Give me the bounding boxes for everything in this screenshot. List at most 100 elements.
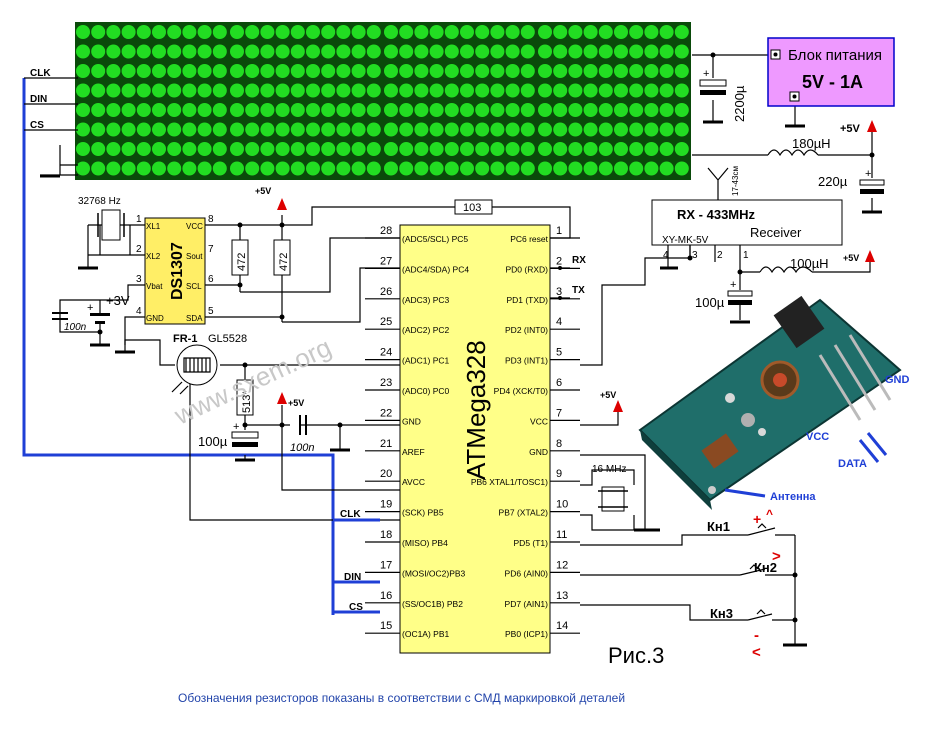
led-dot [460,122,474,137]
led-dot [197,142,212,156]
led-dot [167,122,182,137]
led-dot [182,83,197,98]
led-dot [290,64,305,78]
led-dot [260,161,275,176]
led-dot [598,83,613,98]
led-dot [106,83,121,98]
led-dot [351,83,366,98]
led-dot [275,142,290,156]
mcu-pin-number: 8 [556,438,562,450]
led-dot [674,25,689,39]
receiver-module-box [651,199,843,246]
rx-label: RX [572,255,586,266]
led-dot [644,64,659,78]
led-dot [197,25,212,39]
led-dot [260,122,275,137]
led-dot [490,64,505,78]
led-dot [197,64,212,78]
led-dot [520,142,535,156]
led-dot [460,64,474,78]
led-dot [121,103,136,117]
mcu-pin-name: GND [529,447,548,457]
led-dot [321,25,336,39]
led-dot [384,83,398,98]
button-kn1[interactable] [730,523,795,536]
battery-icon [90,313,110,316]
led-dot [568,64,583,78]
led-dot [505,161,520,176]
button-kn2[interactable] [730,564,775,576]
led-dot [212,142,227,156]
led-dot [121,161,136,176]
led-dot [583,44,598,59]
led-dot [475,122,490,137]
led-dot [614,44,628,59]
led-dot [429,25,444,39]
svg-text:+: + [87,302,93,314]
mcu-pin-number: 24 [380,347,392,359]
led-dot [659,122,674,137]
led-dot [460,161,474,176]
led-dot [306,122,320,137]
led-dot [629,103,644,117]
led-dot [444,64,459,78]
module-label-gnd: GND [885,374,910,386]
led-dot [444,44,459,59]
mcu-pin-number: 27 [380,255,392,267]
led-dot [538,142,552,156]
led-dot [351,64,366,78]
led-dot [230,83,244,98]
led-dot [76,64,90,78]
receiver-pin-3: 3 [692,250,698,261]
mcu-pin-name: (ADC4/SDA) PC4 [402,264,469,274]
mcu-pin-name: (OC1A) PB1 [402,629,450,639]
led-dot [91,103,106,117]
mcu-pin-name: (ADC1) PC1 [402,356,450,366]
led-dot [260,142,275,156]
led-dot [182,25,197,39]
led-dot [384,103,398,117]
power-supply-box [767,37,895,107]
led-dot [182,103,197,117]
button-kn3[interactable] [730,609,775,621]
led-dot [598,142,613,156]
led-dot [553,122,568,137]
led-dot [444,142,459,156]
led-dot [366,83,381,98]
mcu-pin-name: (ADC5/SCL) PC5 [402,234,468,244]
led-dot [366,25,381,39]
led-dot [106,25,121,39]
led-dot [659,25,674,39]
led-dot [629,161,644,176]
mcu-pin-name: PD6 (AIN0) [505,568,549,578]
led-dot [230,25,244,39]
led-dot [475,103,490,117]
mcu-pin-name: PD3 (INT1) [505,356,548,366]
led-dot [76,83,90,98]
mcu-bus-label-clk: CLK [340,509,361,520]
led-dot [230,161,244,176]
led-dot [245,25,260,39]
led-dot [460,25,474,39]
led-dot [414,103,429,117]
led-dot [505,142,520,156]
mcu-pin-number: 12 [556,559,568,571]
rtc-pin-6-num: 6 [208,274,214,285]
rtc-pin-5-num: 5 [208,306,214,317]
rtc-pin-7-name: Sout [186,252,203,261]
led-dot [629,25,644,39]
led-dot [538,161,552,176]
inductor-180uh [767,149,819,157]
mcu-pin-number: 28 [380,225,392,237]
led-dot [399,103,414,117]
led-dot [659,103,674,117]
receiver-title: RX - 433MHz [677,207,756,222]
led-dot [475,83,490,98]
display-input-wires [24,77,78,176]
led-dot [629,122,644,137]
light-arrows-icon [171,381,189,395]
led-dot [429,103,444,117]
mcu-pin-name: PC6 reset [510,234,548,244]
led-dot [76,44,90,59]
led-dot [414,44,429,59]
